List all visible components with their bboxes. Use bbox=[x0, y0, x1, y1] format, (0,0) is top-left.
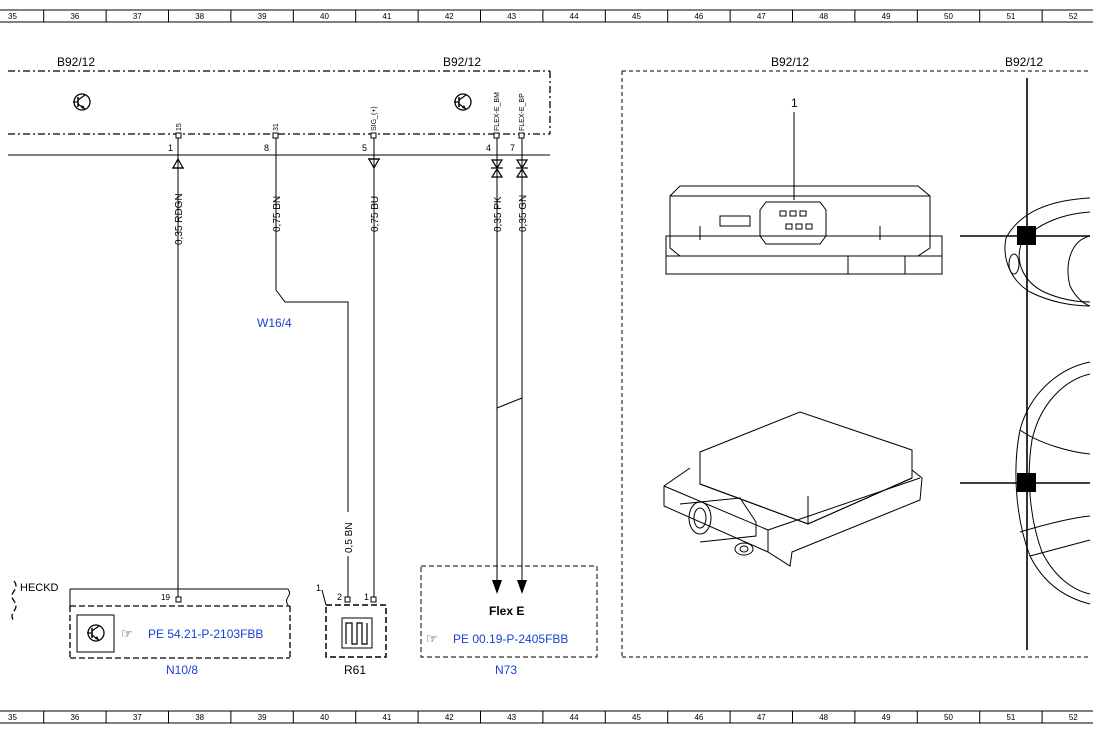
pin-number: 2 bbox=[337, 592, 342, 602]
grid-label-top: 52 bbox=[1069, 12, 1078, 21]
grid-label-bottom: 46 bbox=[694, 713, 703, 722]
grid-label-bottom: 37 bbox=[133, 713, 142, 722]
pin-8: 31 8 bbox=[264, 123, 280, 153]
connector-label: HECKD bbox=[20, 582, 59, 594]
grid-label-bottom: 42 bbox=[445, 713, 454, 722]
sensor-iso-view bbox=[663, 411, 923, 567]
b92-label-2: B92/12 bbox=[443, 55, 481, 69]
grid-label-top: 35 bbox=[8, 12, 17, 21]
grid-label-bottom: 51 bbox=[1006, 713, 1015, 722]
b92-12-module-box: B92/12 B92/12 bbox=[8, 55, 551, 156]
r61-component: 1 2 1 R61 bbox=[316, 583, 387, 677]
grid-label-bottom: 39 bbox=[258, 713, 267, 722]
wire-label: 0,75 BU bbox=[370, 196, 381, 232]
hand-pointer-icon: ☞ bbox=[121, 626, 133, 641]
wire-label: 0,35 GN bbox=[518, 195, 529, 232]
b92-label-3: B92/12 bbox=[771, 55, 809, 69]
grid-label-bottom: 45 bbox=[632, 713, 641, 722]
pin-label: FLEX-E_BP bbox=[519, 93, 526, 131]
grid-label-top: 44 bbox=[570, 12, 579, 21]
grid-label-bottom: 38 bbox=[195, 713, 204, 722]
grid-label-top: 46 bbox=[694, 12, 703, 21]
pin-label: SIG_(+) bbox=[371, 106, 378, 131]
grid-label-top: 49 bbox=[882, 12, 891, 21]
pin-number: 4 bbox=[486, 143, 491, 153]
grid-label-top: 45 bbox=[632, 12, 641, 21]
wire-bn-0-5: 0,5 BN bbox=[344, 522, 355, 597]
n10-8-module: HECKD 19 ☞ PE 54.21-P-2103FBB N10/8 bbox=[11, 580, 291, 677]
pin-7: FLEX-E_BP 7 bbox=[510, 93, 526, 153]
grid-label-top: 43 bbox=[507, 12, 516, 21]
wire-label: 0,35 PK bbox=[493, 196, 504, 232]
n73-ref-link[interactable]: PE 00.19-P-2405FBB bbox=[453, 632, 568, 646]
grid-label-top: 38 bbox=[195, 12, 204, 21]
grid-label-bottom: 43 bbox=[507, 713, 516, 722]
hand-pointer-icon: ☞ bbox=[426, 631, 438, 646]
pin-number: 1 bbox=[168, 143, 173, 153]
pin-number: 8 bbox=[264, 143, 269, 153]
grid-label-bottom: 44 bbox=[570, 713, 579, 722]
grid-label-top: 50 bbox=[944, 12, 953, 21]
n10-8-ref-link[interactable]: PE 54.21-P-2103FBB bbox=[148, 627, 263, 641]
heater-element-icon bbox=[345, 622, 368, 645]
pin-5: SIG_(+) 5 bbox=[362, 106, 378, 153]
pin-number: 19 bbox=[161, 593, 170, 602]
photo-callout-number: 1 bbox=[791, 96, 798, 110]
grid-label-bottom: 48 bbox=[819, 713, 828, 722]
grid-label-top: 42 bbox=[445, 12, 454, 21]
r61-name: R61 bbox=[344, 663, 366, 677]
grid-label-top: 37 bbox=[133, 12, 142, 21]
grid-label-top: 40 bbox=[320, 12, 329, 21]
location-marker bbox=[1017, 226, 1036, 245]
n73-module: Flex E ☞ PE 00.19-P-2405FBB N73 bbox=[420, 565, 598, 677]
sensor-side-view bbox=[665, 185, 943, 275]
b92-label-4: B92/12 bbox=[1005, 55, 1043, 69]
grid-label-top: 51 bbox=[1006, 12, 1015, 21]
transistor-icon bbox=[86, 624, 105, 642]
pin-4: FLEX-E_BM 4 bbox=[486, 92, 501, 153]
wire-label: 0,75 BN bbox=[272, 196, 283, 232]
grid-label-bottom: 40 bbox=[320, 713, 329, 722]
wire-bu: 0,75 BU bbox=[367, 138, 381, 597]
grid-label-bottom: 35 bbox=[8, 713, 17, 722]
grid-label-bottom: 41 bbox=[382, 713, 391, 722]
grid-ruler-bottom: 35 36 37 38 39 40 41 42 43 44 45 46 47 48 49 50 51 52 bbox=[0, 710, 1093, 724]
grid-label-bottom: 52 bbox=[1069, 713, 1078, 722]
grid-label-top: 48 bbox=[819, 12, 828, 21]
wire-bn: 0,75 BN W16/4 bbox=[257, 138, 349, 512]
pin-number: 1 bbox=[364, 592, 369, 602]
grid-label-bottom: 47 bbox=[757, 713, 766, 722]
transistor-icon bbox=[453, 93, 472, 111]
location-marker bbox=[1017, 473, 1036, 492]
grid-ruler-top: 35 36 37 38 39 40 41 42 43 44 45 46 47 48 49 50 51 52 bbox=[0, 9, 1093, 23]
grid-label-top: 41 bbox=[382, 12, 391, 21]
n73-name: N73 bbox=[495, 663, 517, 677]
n10-8-name: N10/8 bbox=[166, 663, 198, 677]
grid-label-bottom: 50 bbox=[944, 713, 953, 722]
pin-label: FLEX-E_BM bbox=[494, 92, 501, 131]
wire-label: 0,35 RDGN bbox=[174, 193, 185, 245]
pin-label: 31 bbox=[273, 123, 280, 131]
pin-label: 15 bbox=[176, 123, 183, 131]
b92-label-1: B92/12 bbox=[57, 55, 95, 69]
wire-rdgn: 0,35 RDGN bbox=[171, 138, 185, 597]
transistor-icon bbox=[72, 93, 91, 111]
grid-label-top: 39 bbox=[258, 12, 267, 21]
grid-label-top: 47 bbox=[757, 12, 766, 21]
component-photo-panel: B92/12 B92/12 1 bbox=[621, 55, 1091, 658]
pin-number: 5 bbox=[362, 143, 367, 153]
wire-pk: 0,35 PK bbox=[490, 138, 523, 594]
grid-label-bottom: 49 bbox=[882, 713, 891, 722]
grid-label-top: 36 bbox=[70, 12, 79, 21]
pin-1: 15 1 bbox=[168, 123, 183, 153]
r61-index: 1 bbox=[316, 583, 321, 593]
n73-title: Flex E bbox=[489, 604, 524, 618]
wire-label: 0,5 BN bbox=[344, 522, 355, 553]
grid-label-bottom: 36 bbox=[70, 713, 79, 722]
wire-gn: 0,35 GN bbox=[515, 138, 529, 594]
vehicle-location-view bbox=[960, 78, 1091, 650]
w16-4-label: W16/4 bbox=[257, 316, 292, 330]
pin-number: 7 bbox=[510, 143, 515, 153]
